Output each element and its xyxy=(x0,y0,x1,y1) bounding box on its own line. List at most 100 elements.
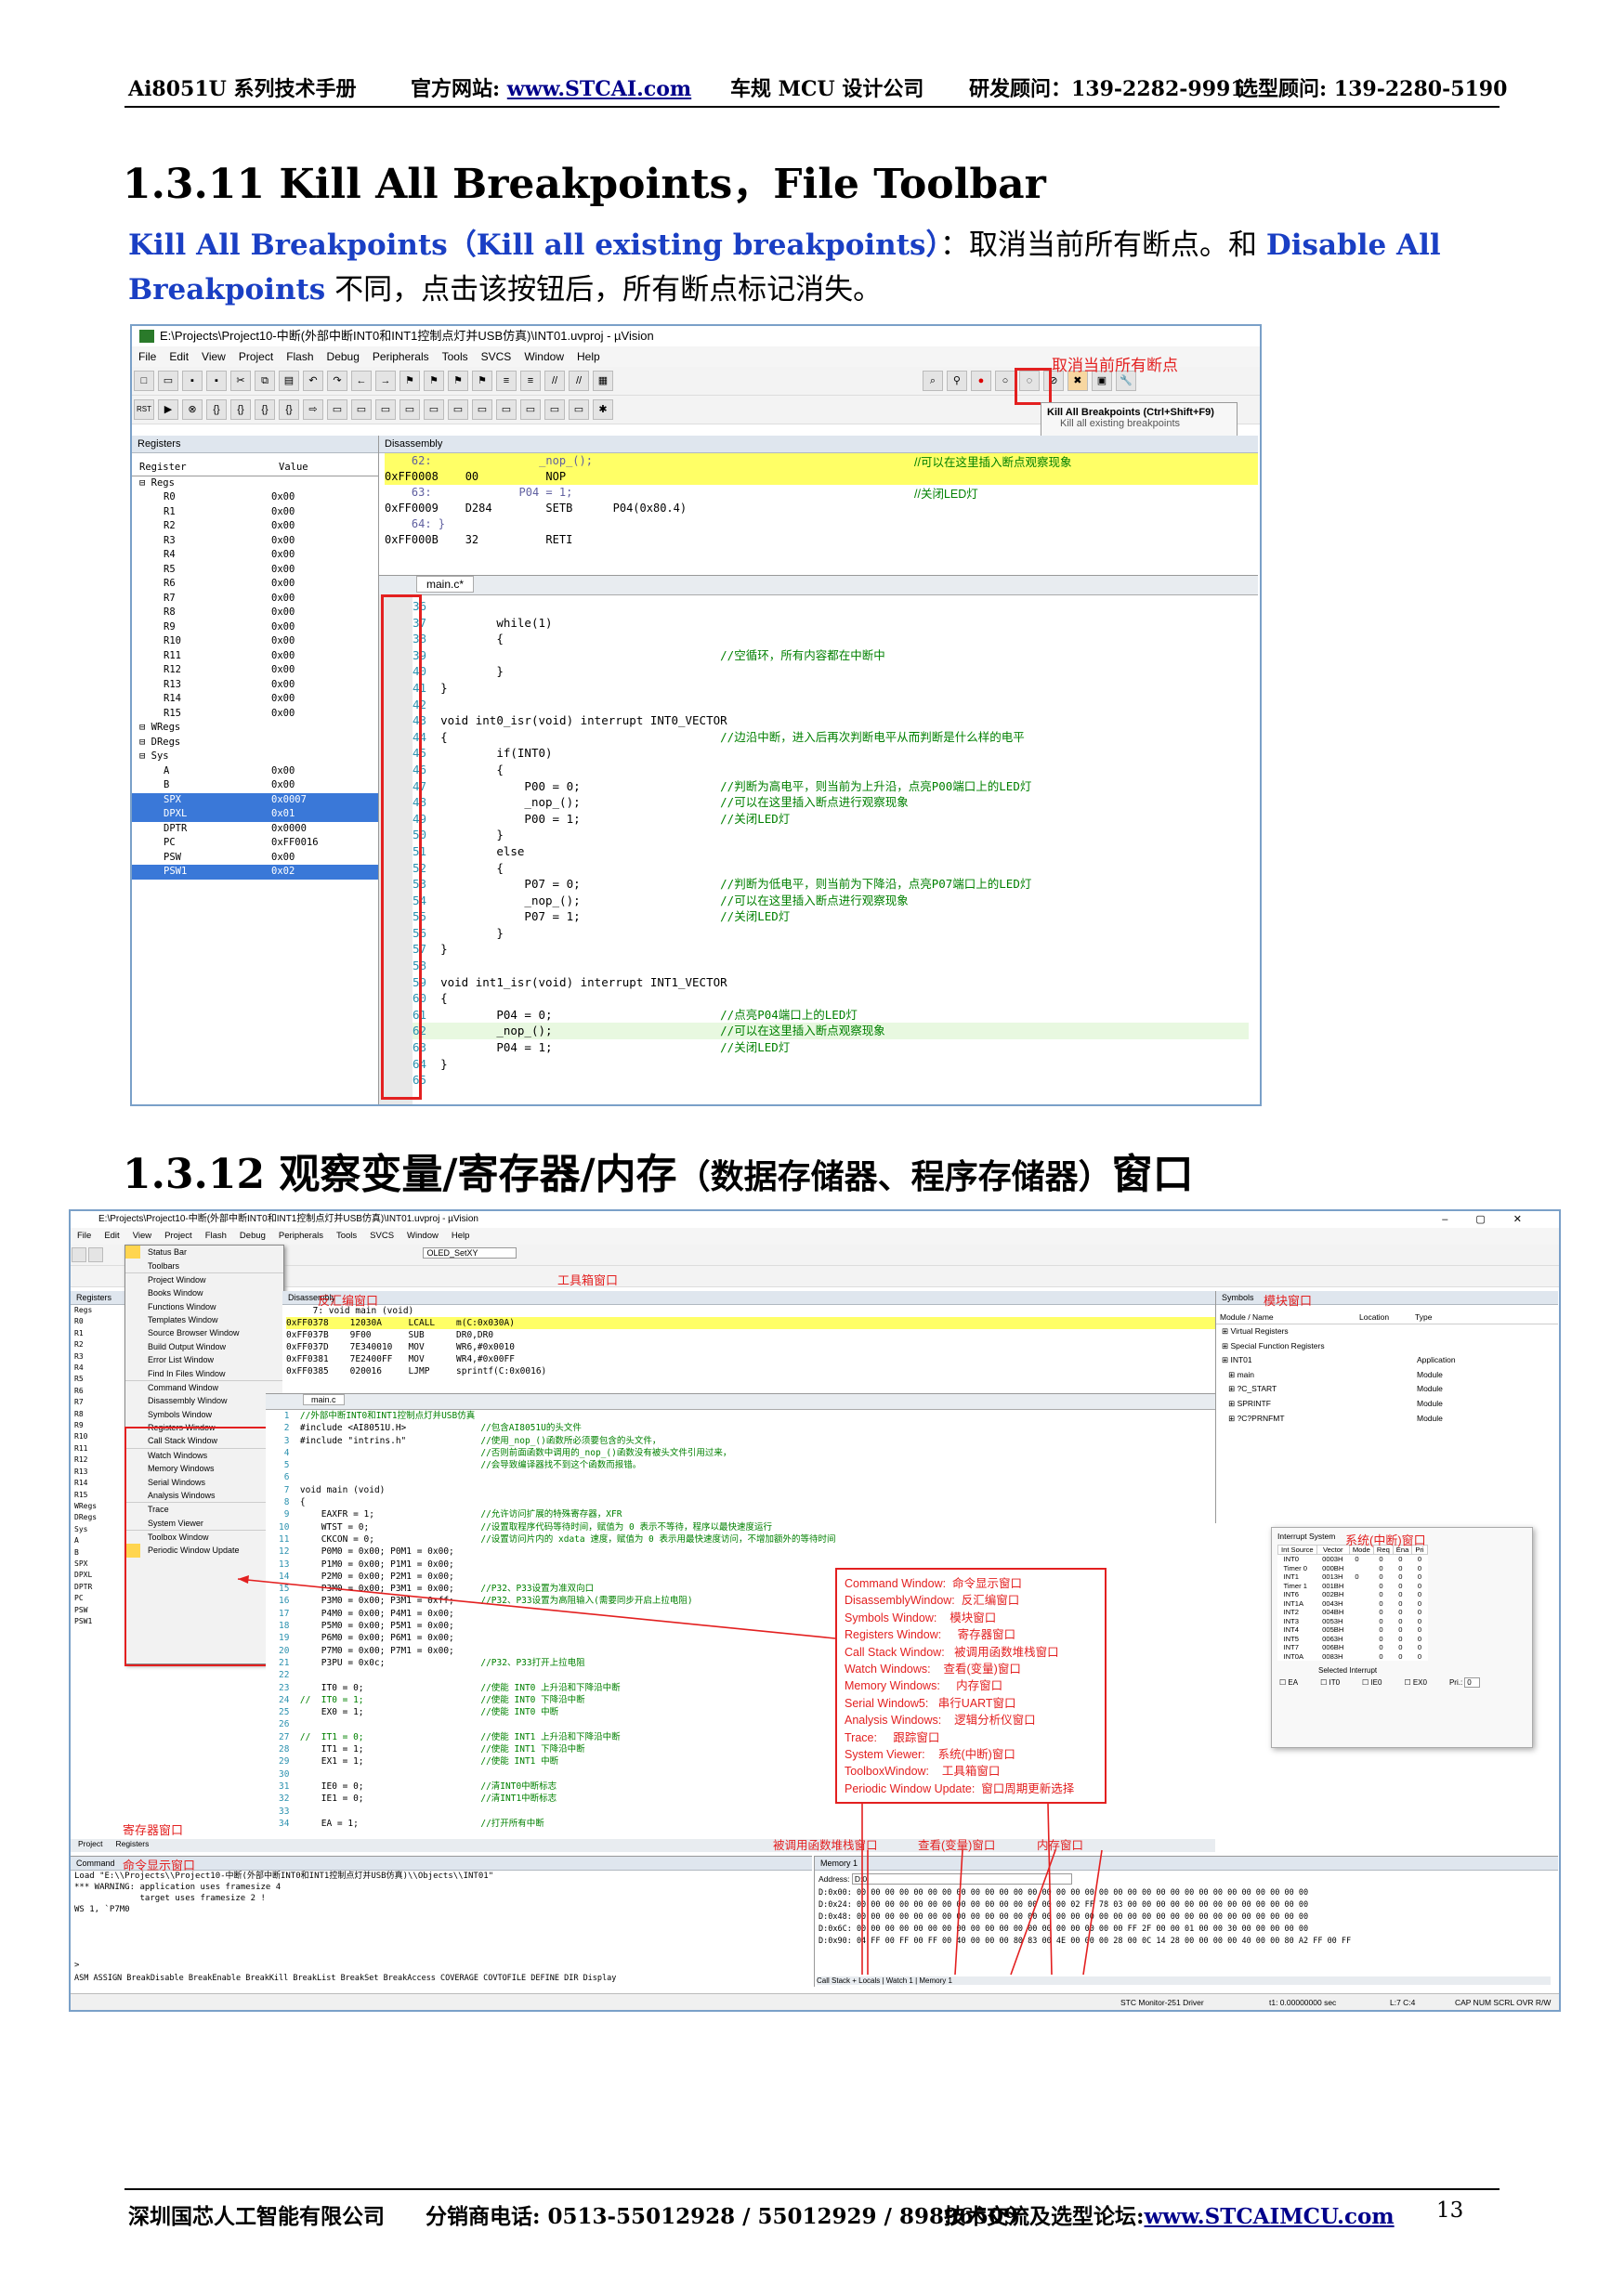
memory-window-icon[interactable]: ▭ xyxy=(472,399,492,420)
register-row[interactable]: ⊟ Sys xyxy=(132,750,378,764)
view-menu-item[interactable]: Toolbox Window xyxy=(125,1529,283,1544)
register-row-2[interactable]: R7 xyxy=(74,1398,84,1407)
stop-icon[interactable]: ⊗ xyxy=(182,399,203,420)
show-next-icon[interactable]: ⇨ xyxy=(303,399,323,420)
view-menu-item[interactable]: System Viewer xyxy=(148,1518,203,1528)
register-row-2[interactable]: R9 xyxy=(74,1421,84,1430)
trace-window-icon[interactable]: ▭ xyxy=(544,399,565,420)
menu-item-tools[interactable]: Tools xyxy=(441,350,468,363)
system-viewer-icon[interactable]: ▭ xyxy=(569,399,589,420)
breakpoint-gutter[interactable] xyxy=(379,594,413,1104)
bookmark-icon[interactable]: ⚑ xyxy=(399,371,420,391)
run-icon[interactable]: ▶ xyxy=(158,399,178,420)
view-menu-item[interactable]: Build Output Window xyxy=(148,1341,227,1351)
register-row-2[interactable]: Sys xyxy=(74,1524,88,1533)
nav-fwd-icon[interactable]: → xyxy=(375,371,396,391)
register-row-2[interactable]: R12 xyxy=(74,1455,88,1465)
symbol-row[interactable]: ⊞ Special Function Registers xyxy=(1222,1339,1558,1354)
view-menu-item[interactable]: Source Browser Window xyxy=(148,1328,240,1338)
kill-all-breakpoints-icon[interactable]: ✖ xyxy=(1067,371,1088,391)
menu-item-file[interactable]: File xyxy=(77,1231,92,1241)
menu-item-svcs[interactable]: SVCS xyxy=(370,1231,395,1241)
menu-item-debug[interactable]: Debug xyxy=(326,350,360,363)
bookmark-next-icon[interactable]: ⚑ xyxy=(448,371,468,391)
view-menu-item[interactable]: Project Window xyxy=(125,1272,283,1286)
menu-item-debug[interactable]: Debug xyxy=(239,1231,266,1241)
view-menu-item[interactable]: Watch Windows xyxy=(125,1447,283,1462)
register-row-2[interactable]: PSW xyxy=(74,1605,88,1614)
view-menu-item[interactable]: Command Window xyxy=(125,1379,283,1394)
serial-window-icon[interactable]: ▭ xyxy=(496,399,517,420)
view-menu-item[interactable]: Error List Window xyxy=(148,1355,215,1365)
step-over-icon[interactable]: {} xyxy=(230,399,251,420)
registers-window-icon[interactable]: ▭ xyxy=(399,399,420,420)
find-files-icon[interactable]: ▦ xyxy=(593,371,613,391)
view-menu-item[interactable]: Symbols Window xyxy=(148,1409,213,1419)
register-row-2[interactable]: A xyxy=(74,1536,79,1546)
register-row-2[interactable]: PSW1 xyxy=(74,1616,93,1625)
view-menu-item[interactable]: Analysis Windows xyxy=(148,1490,216,1500)
step-out-icon[interactable]: {} xyxy=(255,399,275,420)
breakpoint-disable-icon[interactable]: ◌ xyxy=(1018,371,1040,391)
view-menu-item[interactable]: Disassembly Window xyxy=(148,1396,228,1406)
tab-main-c-2[interactable]: main.c xyxy=(303,1394,345,1405)
paste-icon[interactable]: ▤ xyxy=(279,371,299,391)
menu-item-edit[interactable]: Edit xyxy=(104,1231,120,1241)
symbol-row[interactable]: ⊞ Virtual Registers xyxy=(1222,1324,1558,1339)
new-file-icon-2[interactable] xyxy=(72,1247,86,1262)
toolbox-icon[interactable]: ✱ xyxy=(593,399,613,420)
save-all-icon[interactable]: ▪ xyxy=(206,371,227,391)
view-menu-item[interactable]: Memory Windows xyxy=(148,1464,215,1474)
breakpoint-enable-icon[interactable]: ○ xyxy=(994,371,1015,391)
window-select-icon[interactable]: ▣ xyxy=(1091,371,1112,391)
comment-icon[interactable]: // xyxy=(544,371,565,391)
register-row-2[interactable]: DRegs xyxy=(74,1513,98,1522)
register-row-2[interactable]: R2 xyxy=(74,1340,84,1350)
menu-item-project[interactable]: Project xyxy=(164,1231,192,1241)
disasm-window-icon[interactable]: ▭ xyxy=(351,399,372,420)
breakpoint-insert-icon[interactable]: ● xyxy=(970,371,991,391)
view-menu-item[interactable]: Periodic Window Update xyxy=(125,1544,283,1558)
undo-icon[interactable]: ↶ xyxy=(303,371,323,391)
analysis-window-icon[interactable]: ▭ xyxy=(520,399,541,420)
nav-back-icon[interactable]: ← xyxy=(351,371,372,391)
register-row-2[interactable]: Regs xyxy=(74,1306,93,1314)
register-row-2[interactable]: R11 xyxy=(74,1443,88,1453)
view-menu-item[interactable]: Serial Windows xyxy=(148,1477,206,1487)
int-checkbox[interactable]: ☐ EX0 xyxy=(1404,1678,1427,1687)
register-row-2[interactable]: PC xyxy=(74,1594,84,1603)
menu-item-tools[interactable]: Tools xyxy=(335,1231,358,1241)
register-row-2[interactable]: DPTR xyxy=(74,1582,93,1591)
view-menu-item[interactable]: Call Stack Window xyxy=(148,1436,218,1446)
menu-item-help[interactable]: Help xyxy=(577,350,600,363)
menu-item-view[interactable]: View xyxy=(132,1231,152,1241)
copy-icon[interactable]: ⧉ xyxy=(255,371,275,391)
outdent-icon[interactable]: ≡ xyxy=(520,371,541,391)
int-checkbox[interactable]: ☐ IT0 xyxy=(1320,1678,1341,1687)
save-icon[interactable]: ▪ xyxy=(182,371,203,391)
view-menu-item[interactable]: Books Window xyxy=(148,1288,203,1298)
indent-icon[interactable]: ≡ xyxy=(496,371,517,391)
watch-window-icon[interactable]: ▭ xyxy=(448,399,468,420)
window-controls[interactable]: –▢✕ xyxy=(1442,1214,1550,1225)
